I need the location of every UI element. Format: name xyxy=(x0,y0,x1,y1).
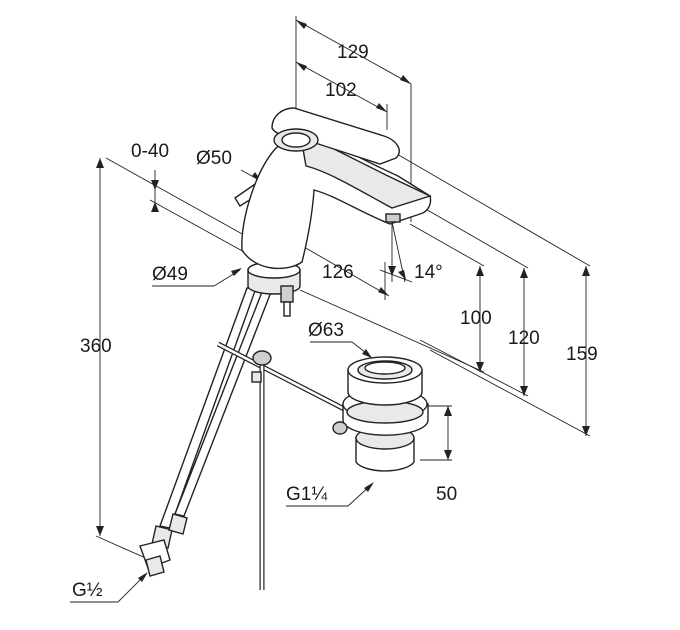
pop-up-waste xyxy=(332,356,429,472)
dimension-diameter-63: Ø63 xyxy=(308,320,344,341)
dimension-159: 159 xyxy=(566,344,598,365)
supply-hoses xyxy=(139,287,273,577)
drain-rod xyxy=(216,341,352,590)
dimension-50: 50 xyxy=(436,484,457,505)
dimension-100: 100 xyxy=(460,308,492,329)
dimension-diameter-50: Ø50 xyxy=(196,148,232,169)
dimension-120: 120 xyxy=(508,328,540,349)
dimension-diameter-49: Ø49 xyxy=(152,264,188,285)
dimension-129: 129 xyxy=(337,42,369,63)
dimension-360: 360 xyxy=(80,336,112,357)
dimension-lines xyxy=(70,16,591,603)
dimension-126: 126 xyxy=(322,262,354,283)
dimension-angle-14: 14° xyxy=(414,262,443,283)
faucet-body xyxy=(234,107,432,317)
dimension-102: 102 xyxy=(325,80,357,101)
thread-g1-1-4: G1¼ xyxy=(286,484,328,505)
dimension-labels: 129 102 0-40 Ø50 Ø49 126 14° 100 120 159… xyxy=(72,42,598,601)
dimension-0-40: 0-40 xyxy=(131,141,169,162)
thread-g1-2: G½ xyxy=(72,580,103,601)
